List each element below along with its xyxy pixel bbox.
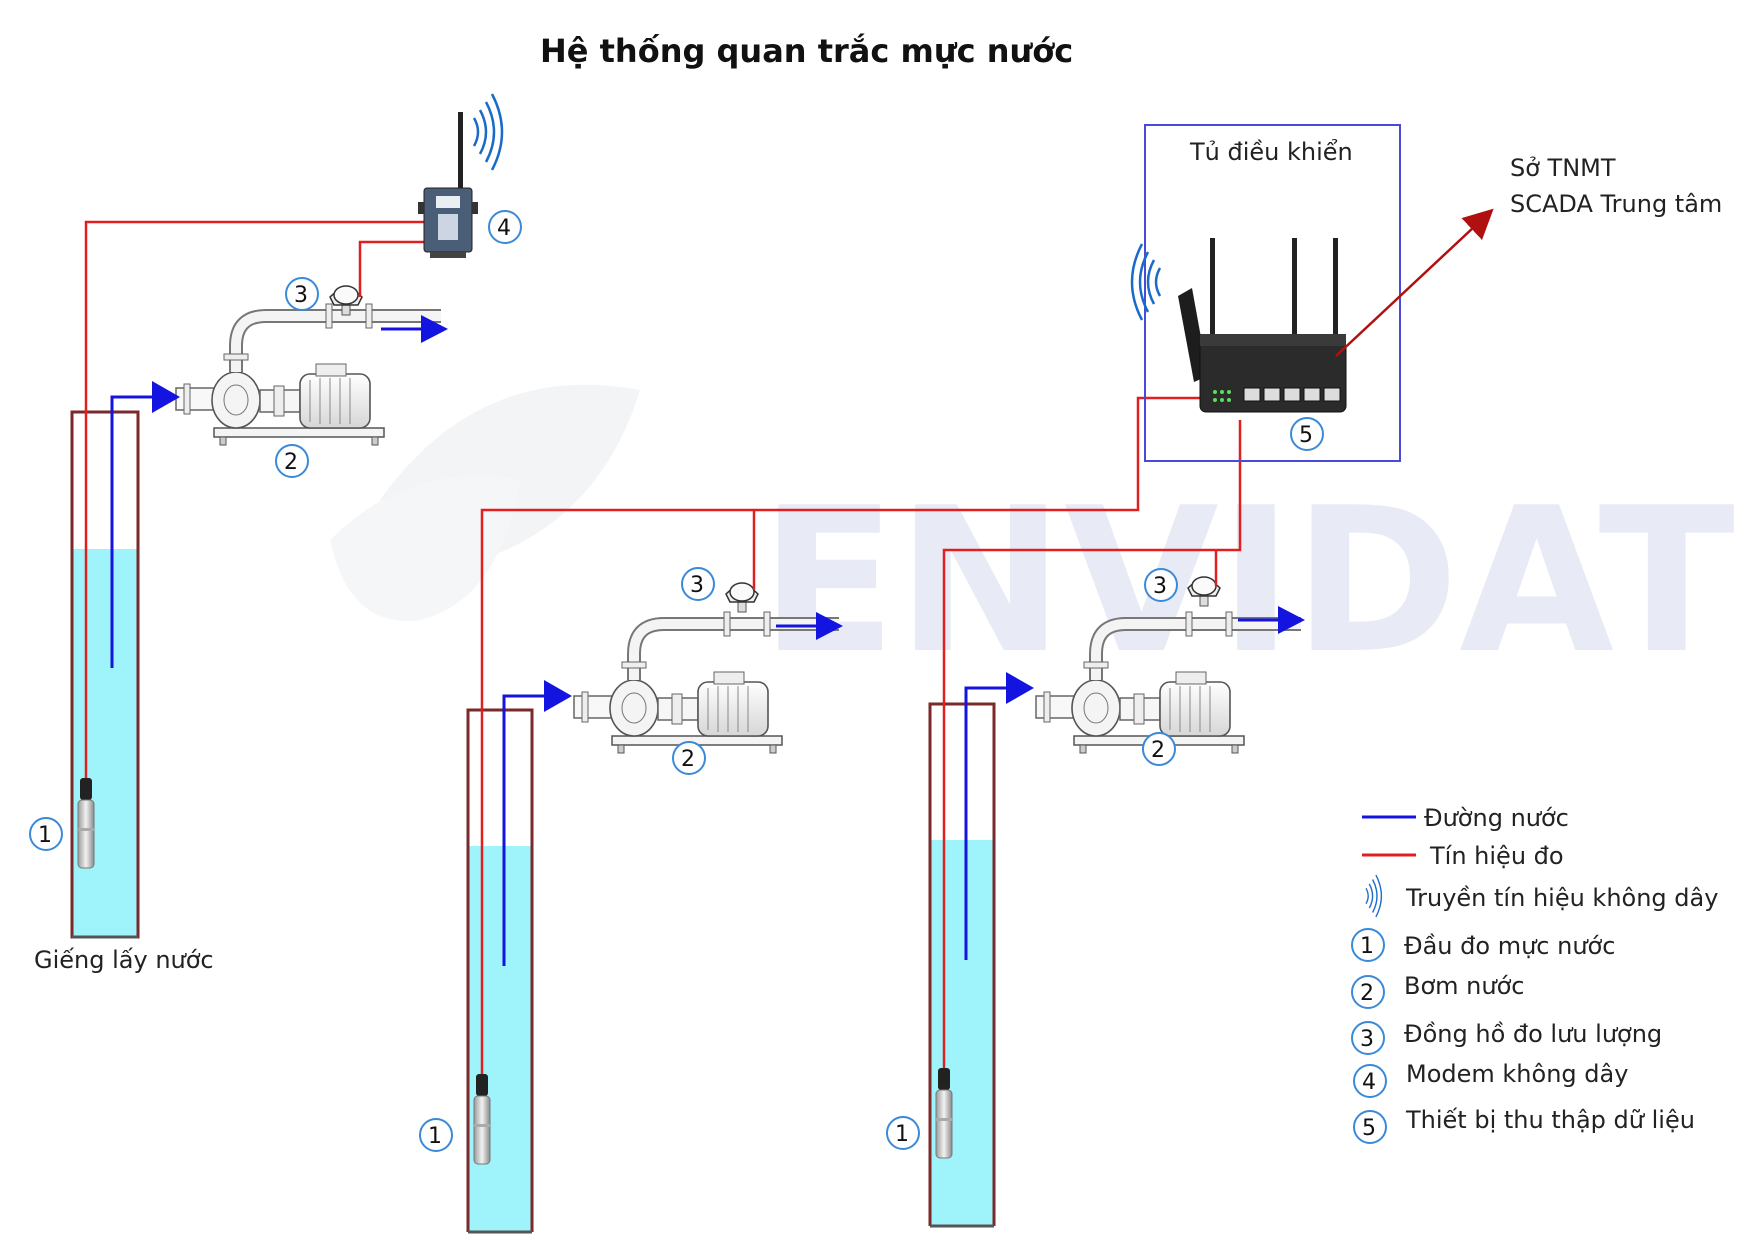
diagram-markers: 1 2 3 4 1 2 3 1 2 3 5 (29, 210, 1324, 1152)
svg-text:2: 2 (1151, 738, 1165, 763)
legend-wireless-label: Truyền tín hiệu không dây (1405, 884, 1718, 912)
wireless-modem (418, 92, 504, 258)
legend: Đường nước Tín hiệu đo Truyền tín hiệu k… (1351, 804, 1718, 1144)
marker-2-pump-1: 2 (275, 444, 309, 478)
svg-text:Đồng hồ đo lưu lượng: Đồng hồ đo lưu lượng (1404, 1020, 1662, 1048)
signal-lines (84, 220, 1242, 1074)
legend-item-4: 4 Modem không dây (1353, 1060, 1628, 1098)
level-probe-2 (473, 1073, 491, 1165)
destination-line-2: SCADA Trung tâm (1510, 190, 1722, 218)
legend-signal-label: Tín hiệu đo (1429, 842, 1564, 870)
svg-text:5: 5 (1362, 1116, 1376, 1141)
marker-3-meter-1: 3 (285, 277, 319, 311)
svg-text:3: 3 (1360, 1027, 1374, 1052)
well-2 (466, 708, 534, 1234)
water-arrows (152, 315, 1305, 712)
svg-text:1: 1 (38, 823, 52, 848)
legend-wireless-icon (1365, 874, 1383, 918)
marker-1-well-2: 1 (419, 1118, 453, 1152)
marker-4-modem: 4 (488, 210, 522, 244)
well-label: Giếng lấy nước (34, 946, 214, 974)
svg-text:2: 2 (284, 450, 298, 475)
legend-water-label: Đường nước (1424, 804, 1569, 832)
svg-text:Thiết bị thu thập dữ liệu: Thiết bị thu thập dữ liệu (1405, 1106, 1695, 1134)
modem-wireless-icon (472, 92, 504, 172)
svg-text:1: 1 (428, 1124, 442, 1149)
well-3 (928, 702, 996, 1228)
data-logger-router (1130, 238, 1347, 413)
svg-text:3: 3 (294, 283, 308, 308)
legend-item-1: 1 Đầu đo mực nước (1351, 928, 1615, 962)
svg-text:3: 3 (1153, 574, 1167, 599)
watermark: ENVIDAT (330, 384, 1735, 698)
pump-1 (176, 304, 441, 445)
svg-text:1: 1 (895, 1122, 909, 1147)
svg-text:Modem không dây: Modem không dây (1406, 1060, 1628, 1088)
control-cabinet-box (1144, 124, 1401, 462)
marker-2-pump-3: 2 (1142, 732, 1176, 766)
svg-text:2: 2 (1360, 981, 1374, 1006)
page-title: Hệ thống quan trắc mực nước (540, 32, 1073, 70)
water-lines (110, 327, 1282, 966)
well-1 (70, 410, 140, 939)
marker-5-router: 5 (1290, 417, 1324, 451)
svg-text:1: 1 (1360, 934, 1374, 959)
svg-text:4: 4 (1362, 1070, 1376, 1095)
marker-1-well-3: 1 (886, 1116, 920, 1150)
level-probe-1 (77, 777, 95, 869)
svg-text:Bơm nước: Bơm nước (1404, 972, 1524, 1000)
destination-line-1: Sở TNMT (1510, 154, 1616, 182)
svg-text:Đầu đo mực nước: Đầu đo mực nước (1404, 932, 1615, 960)
uplink-arrow (1335, 208, 1494, 357)
svg-text:5: 5 (1299, 423, 1313, 448)
svg-text:4: 4 (497, 216, 511, 241)
legend-item-5: 5 Thiết bị thu thập dữ liệu (1353, 1106, 1695, 1144)
marker-3-meter-3: 3 (1144, 568, 1178, 602)
legend-item-2: 2 Bơm nước (1351, 972, 1524, 1009)
marker-1-well-1: 1 (29, 817, 63, 851)
level-probe-3 (935, 1067, 953, 1159)
legend-item-3: 3 Đồng hồ đo lưu lượng (1351, 1020, 1662, 1055)
svg-text:2: 2 (681, 747, 695, 772)
marker-2-pump-2: 2 (672, 741, 706, 775)
watermark-text: ENVIDAT (760, 465, 1735, 698)
marker-3-meter-2: 3 (681, 567, 715, 601)
svg-text:3: 3 (690, 573, 704, 598)
cabinet-label: Tủ điều khiển (1189, 138, 1353, 166)
